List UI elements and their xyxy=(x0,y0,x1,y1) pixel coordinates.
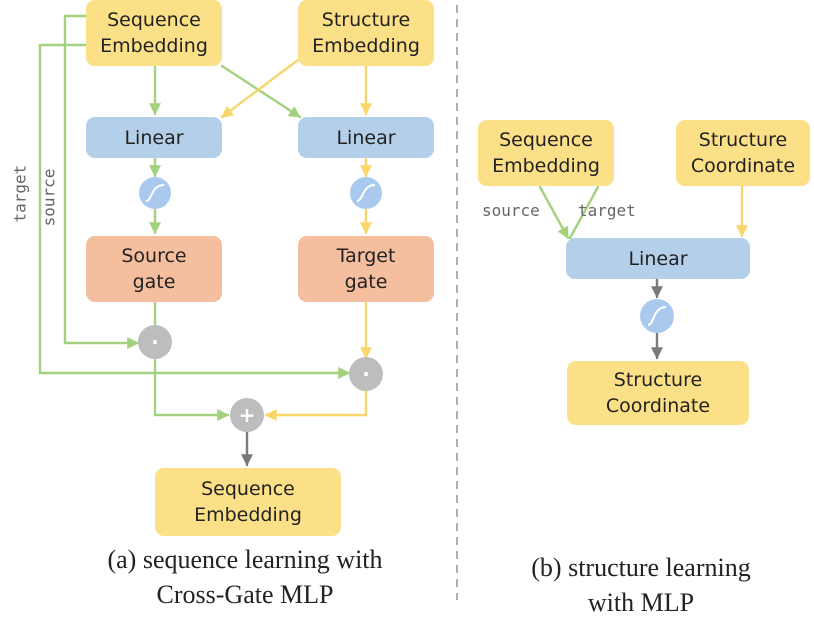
sequence-embedding-output: Sequence Embedding xyxy=(155,468,341,536)
edge-source-dot-to-plus xyxy=(153,358,230,421)
sigmoid-icon-right-panel xyxy=(640,299,674,333)
add-symbol: + xyxy=(239,403,256,427)
linear-right: Linear xyxy=(298,117,434,158)
multiply-circle-source xyxy=(138,325,172,359)
target-gate: Target gate xyxy=(298,236,434,302)
caption-left: (a) sequence learning with Cross-Gate ML… xyxy=(107,545,383,609)
multiply-symbol-target: · xyxy=(362,362,370,386)
add-circle xyxy=(230,398,264,432)
edge-right-target xyxy=(568,185,600,240)
edge-target-bypass xyxy=(63,14,140,349)
edge-seq-to-linear-right xyxy=(220,64,302,119)
structure-coordinate-output: Structure Coordinate xyxy=(567,361,749,425)
edge-source-bypass xyxy=(38,43,351,379)
edge-right-source xyxy=(538,185,570,240)
multiply-symbol-source: · xyxy=(151,330,159,354)
label-target-right: target xyxy=(578,201,636,220)
edge-struct-to-linear-left xyxy=(220,58,300,119)
sigmoid-icon-right xyxy=(350,177,382,209)
source-gate: Source gate xyxy=(86,236,222,302)
structure-embedding-input: Structure Embedding xyxy=(298,0,434,66)
sigmoid-icon-left xyxy=(139,177,171,209)
linear-left: Linear xyxy=(86,117,222,158)
linear-right-panel: Linear xyxy=(566,238,750,279)
label-target-left: target xyxy=(10,164,30,223)
multiply-circle-target xyxy=(349,357,383,391)
label-source-left: source xyxy=(39,168,59,227)
edge-target-dot-to-plus xyxy=(264,388,368,421)
structure-coordinate-input: Structure Coordinate xyxy=(676,120,810,186)
sequence-embedding-right: Sequence Embedding xyxy=(478,120,614,186)
caption-right: (b) structure learning with MLP xyxy=(531,553,751,617)
label-source-right: source xyxy=(482,201,540,220)
sequence-embedding-input: Sequence Embedding xyxy=(86,0,222,66)
